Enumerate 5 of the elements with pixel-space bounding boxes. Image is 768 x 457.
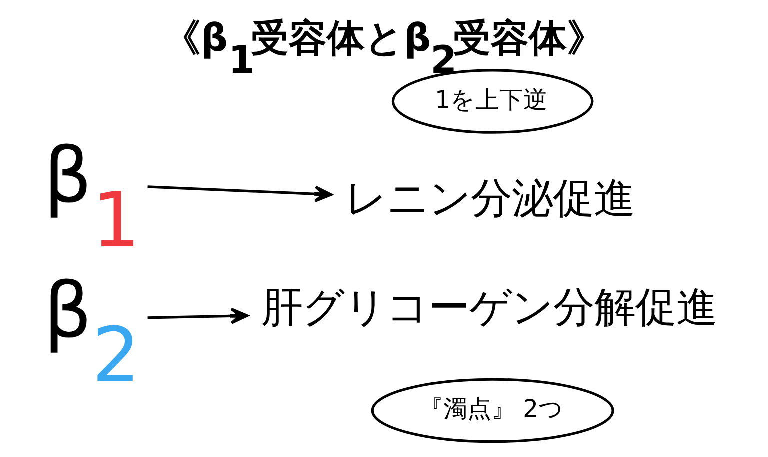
arrow xyxy=(148,308,249,324)
node-text: レニン分泌促進 xyxy=(345,174,636,222)
arrow xyxy=(148,186,333,202)
node-text: 肝グリコーゲン分解促進 xyxy=(261,283,718,332)
node-ellipse: 『濁点』 2つ xyxy=(371,378,614,444)
